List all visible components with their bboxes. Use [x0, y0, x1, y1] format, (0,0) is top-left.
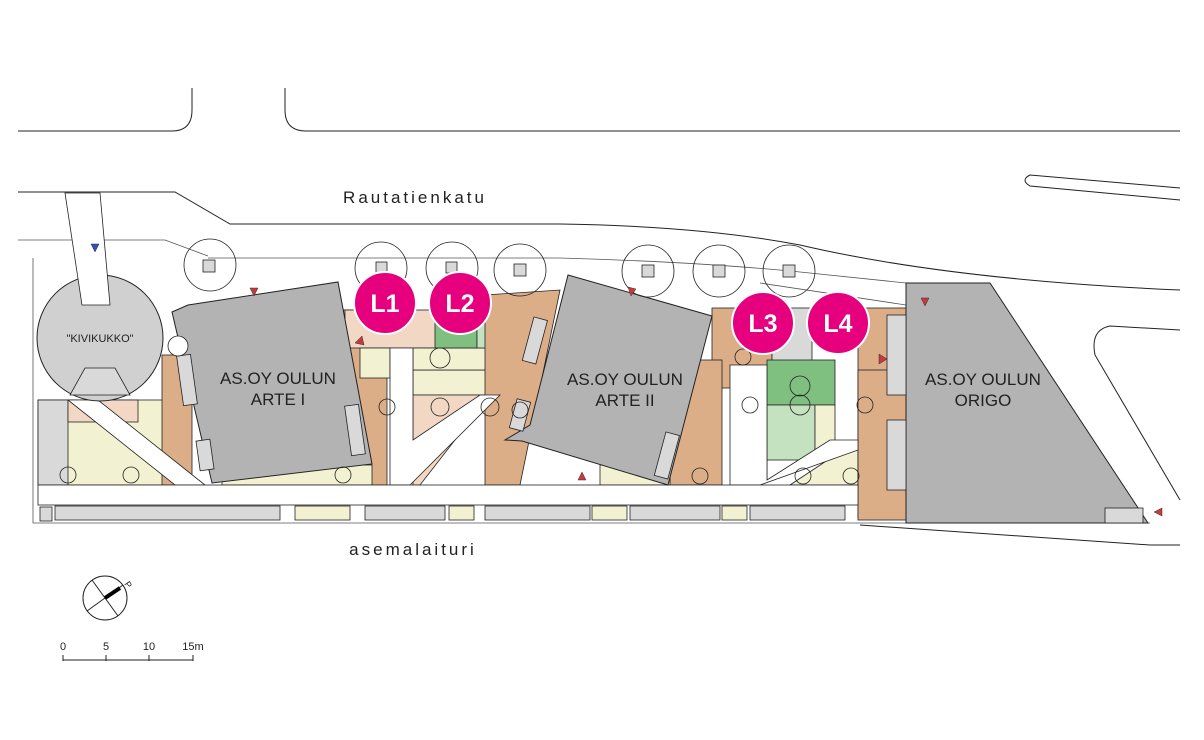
marker-l3[interactable]: L3	[731, 291, 795, 355]
scale-tick-label: 10	[143, 641, 155, 653]
entrance-arrow-icon	[354, 335, 365, 346]
kivikukko-landmark: "KIVIKUKKO"	[36, 192, 164, 402]
building-arte-2: AS.OY OULUN ARTE II	[503, 274, 713, 486]
scale-tick-label: 5	[103, 641, 109, 653]
entrance-arrow-icon	[1153, 507, 1163, 517]
building-name-line2: ARTE II	[595, 391, 654, 410]
scale-tick-label: 15m	[182, 641, 203, 653]
entrance-arrow-icon	[90, 243, 100, 253]
building-arte-1: AS.OY OULUN ARTE I	[167, 281, 373, 484]
building-origo: AS.OY OULUN ORIGO	[886, 282, 1149, 524]
street-name-south: asemalaituri	[349, 540, 477, 559]
entrance-arrows	[249, 286, 1163, 517]
road-lines	[18, 88, 1181, 546]
entrance-arrow-icon	[249, 287, 259, 297]
marker-l1[interactable]: L1	[353, 271, 417, 335]
building-name-line1: AS.OY OULUN	[220, 369, 336, 388]
platform-strip	[39, 505, 846, 522]
marker-label: L4	[823, 310, 852, 338]
scale-bar: 0 5 10 15m	[60, 641, 204, 661]
compass-north-label: P	[122, 579, 134, 590]
scale-tick-label: 0	[60, 641, 66, 653]
trees	[59, 238, 874, 485]
landmark-label: "KIVIKUKKO"	[66, 333, 133, 345]
building-name-line1: AS.OY OULUN	[567, 370, 683, 389]
building-name-line1: AS.OY OULUN	[925, 370, 1041, 389]
marker-label: L2	[445, 290, 474, 318]
marker-label: L3	[748, 310, 777, 338]
building-name-line2: ORIGO	[955, 391, 1012, 410]
entrance-arrow-icon	[577, 471, 587, 481]
marker-label: L1	[370, 290, 399, 318]
building-name-line2: ARTE I	[251, 390, 305, 409]
street-name-north: Rautatienkatu	[343, 188, 487, 207]
marker-l2[interactable]: L2	[428, 271, 492, 335]
entrance-arrow-icon	[878, 353, 888, 365]
walkways	[37, 347, 859, 506]
entrance-arrow-icon	[627, 286, 637, 297]
marker-l4[interactable]: L4	[806, 291, 870, 355]
entrance-arrow-icon	[920, 297, 930, 307]
north-arrow-icon: P	[82, 575, 134, 621]
